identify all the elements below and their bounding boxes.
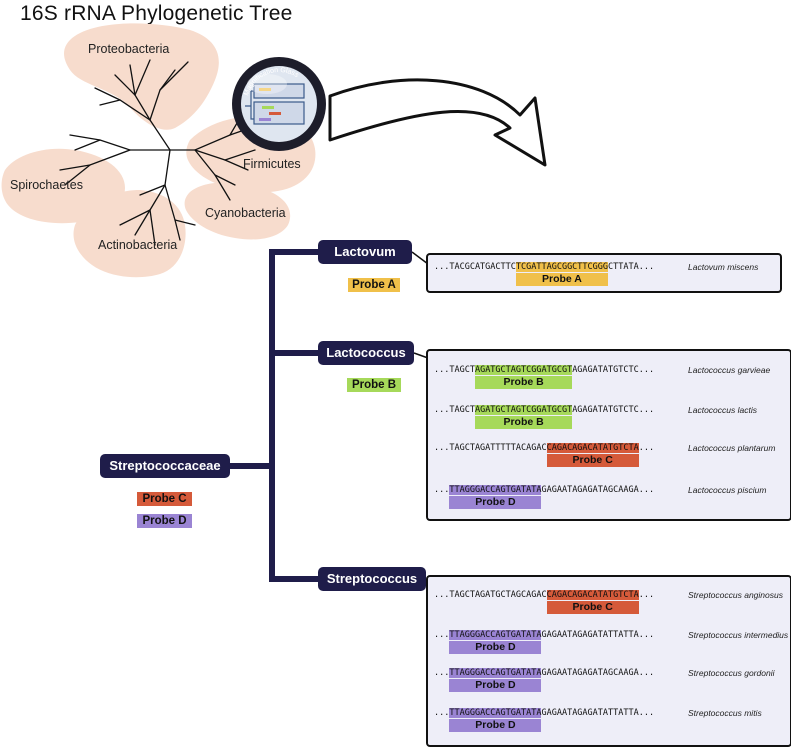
probe-binding-site: AGATGCTAGTCGGATGCGT (474, 365, 573, 375)
species-name: Lactococcus plantarum (688, 443, 776, 453)
probe-tag-a: Probe A (348, 278, 400, 292)
probe-label: Probe B (474, 416, 573, 429)
sequence-prefix: ... (434, 708, 450, 718)
species-name: Streptococcus mitis (688, 708, 762, 718)
phylum-label-spirochaetes: Spirochaetes (10, 178, 83, 192)
node-lactococcus: Lactococcus (318, 341, 414, 365)
page-title: 16S rRNA Phylogenetic Tree (20, 2, 293, 25)
sequence-suffix: CTTATA... (608, 262, 655, 272)
sequence-suffix: AGAGATATGTCTC... (572, 405, 655, 415)
sequence-prefix: ...TAGCTAGATGCTAGCAGAC (434, 590, 547, 600)
probe-tag-b: Probe B (347, 378, 401, 392)
probe-binding-site: CAGACAGACATATGTCTA (546, 443, 639, 453)
sequence-suffix: ... (638, 590, 655, 600)
node-lactovum: Lactovum (318, 240, 412, 264)
phylum-label-firmicutes: Firmicutes (243, 157, 301, 171)
tree-branches (59, 59, 256, 246)
probe-label: Probe D (449, 641, 542, 654)
probe-label: Probe C (546, 601, 639, 614)
probe-binding-site: TTAGGGACCAGTGATATA (449, 485, 542, 495)
probe-label: Probe D (449, 496, 542, 509)
magnifying-glass-icon: Magnification Glass (232, 57, 326, 151)
sequence-row: ...TTAGGGACCAGTGATATAGAGAATAGAGATATTATTA… (434, 630, 654, 640)
sequence-prefix: ... (434, 630, 450, 640)
node-streptococcaceae: Streptococcaceae (100, 454, 230, 478)
probe-label: Probe A (515, 273, 609, 286)
species-name: Lactococcus lactis (688, 405, 757, 415)
phylum-label-actinobacteria: Actinobacteria (98, 238, 178, 252)
sequence-row: ...TTAGGGACCAGTGATATAGAGAATAGAGATAGCAAGA… (434, 668, 654, 678)
species-name: Streptococcus intermedius (688, 630, 789, 640)
species-name: Lactococcus garvieae (688, 365, 771, 375)
probe-binding-site: TCGATTAGCGGCTTCGGG (515, 262, 609, 272)
probe-binding-site: CAGACAGACATATGTCTA (546, 590, 639, 600)
sequence-prefix: ... (434, 485, 450, 495)
sequence-prefix: ...TAGCT (434, 405, 475, 415)
sequence-panel-lactovum (426, 253, 782, 293)
sequence-row: ...TAGCTAGATTTTTACAGACCAGACAGACATATGTCTA… (434, 443, 654, 453)
probe-label: Probe C (546, 454, 639, 467)
sequence-row: ...TAGCTAGATGCTAGCAGACCAGACAGACATATGTCTA… (434, 590, 654, 600)
species-name: Lactovum miscens (688, 262, 759, 272)
species-name: Lactococcus piscium (688, 485, 767, 495)
sequence-row: ...TACGCATGACTTCTCGATTAGCGGCTTCGGGCTTATA… (434, 262, 654, 272)
sequence-suffix: AGAGATATGTCTC... (572, 365, 655, 375)
sequence-prefix: ...TAGCT (434, 365, 475, 375)
probe-tag-c: Probe C (137, 492, 192, 506)
probe-binding-site: TTAGGGACCAGTGATATA (449, 630, 542, 640)
sequence-prefix: ... (434, 668, 450, 678)
species-name: Streptococcus anginosus (688, 590, 783, 600)
sequence-row: ...TTAGGGACCAGTGATATAGAGAATAGAGATATTATTA… (434, 708, 654, 718)
node-streptococcus: Streptococcus (318, 567, 426, 591)
species-name: Streptococcus gordonii (688, 668, 775, 678)
sequence-suffix: GAGAATAGAGATAGCAAGA... (541, 668, 655, 678)
sequence-row: ...TAGCTAGATGCTAGTCGGATGCGTAGAGATATGTCTC… (434, 365, 654, 375)
zoom-arrow (328, 78, 547, 167)
probe-binding-site: AGATGCTAGTCGGATGCGT (474, 405, 573, 415)
sequence-prefix: ...TACGCATGACTTC (434, 262, 516, 272)
probe-binding-site: TTAGGGACCAGTGATATA (449, 668, 542, 678)
probe-binding-site: TTAGGGACCAGTGATATA (449, 708, 542, 718)
sequence-row: ...TAGCTAGATGCTAGTCGGATGCGTAGAGATATGTCTC… (434, 405, 654, 415)
sequence-suffix: GAGAATAGAGATATTATTA... (541, 708, 655, 718)
phylum-label-cyanobacteria: Cyanobacteria (205, 206, 286, 220)
sequence-suffix: GAGAATAGAGATAGCAAGA... (541, 485, 655, 495)
sequence-suffix: GAGAATAGAGATATTATTA... (541, 630, 655, 640)
probe-label: Probe B (474, 376, 573, 389)
phylum-label-proteobacteria: Proteobacteria (88, 42, 170, 56)
probe-tag-d: Probe D (137, 514, 192, 528)
probe-label: Probe D (449, 719, 542, 732)
sequence-row: ...TTAGGGACCAGTGATATAGAGAATAGAGATAGCAAGA… (434, 485, 654, 495)
sequence-prefix: ...TAGCTAGATTTTTACAGAC (434, 443, 547, 453)
clade-proteobacteria-region (64, 23, 219, 130)
clade-cyanobacteria-region (184, 182, 291, 240)
probe-label: Probe D (449, 679, 542, 692)
sequence-suffix: ... (638, 443, 655, 453)
clade-actinobacteria-region (73, 190, 186, 278)
